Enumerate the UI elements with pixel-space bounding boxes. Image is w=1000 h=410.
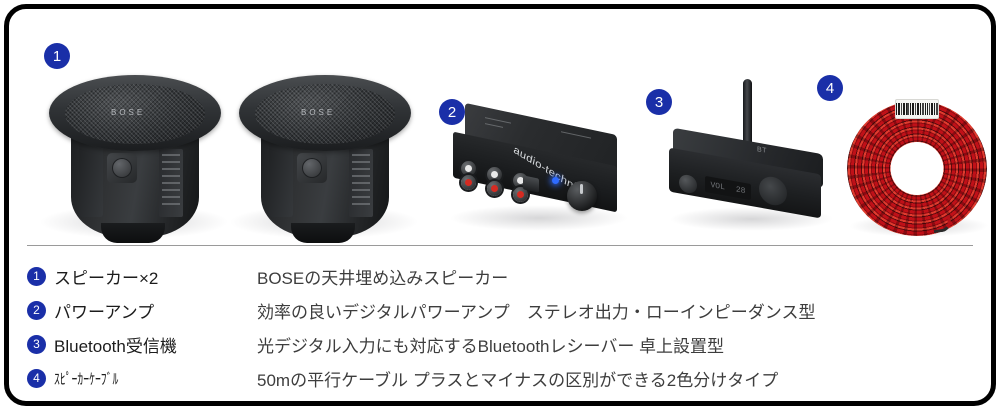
bose-wordmark: BOSE: [111, 108, 146, 117]
rca-jack-red-right: [513, 187, 528, 202]
display-mode-value: VOL: [710, 180, 725, 192]
rca-jack-red-mid: [487, 181, 502, 196]
speaker-grille: BOSE: [65, 84, 205, 144]
speaker-spec-label: [159, 149, 183, 217]
speaker-grille: BOSE: [255, 84, 395, 144]
cable-loose-end: [931, 214, 953, 234]
speaker-bracket-icon: [79, 143, 103, 217]
legend-badge-2: 2: [27, 300, 46, 320]
product-image-speaker-cable: [847, 99, 987, 236]
list-item: 2 パワーアンプ 効率の良いデジタルパワーアンプ ステレオ出力・ローインピーダン…: [9, 293, 991, 327]
legend-label-1: スピーカー×2: [54, 268, 159, 288]
section-divider: [27, 245, 973, 246]
bose-wordmark: BOSE: [301, 108, 336, 117]
rca-jack-white-left: [461, 161, 476, 176]
product-image-ceiling-speaker-left: BOSE: [45, 69, 225, 243]
power-led-icon: [552, 177, 559, 184]
legend-desc-1: BOSEの天井埋め込みスピーカー: [257, 268, 509, 288]
legend-label-3: Bluetooth受信機: [54, 336, 177, 356]
list-item: 3 Bluetooth受信機 光デジタル入力にも対応するBluetoothレシー…: [9, 327, 991, 361]
photo-badge-2: 2: [439, 99, 465, 125]
legend-label-4: ｽﾋﾟｰｶｰｹｰﾌﾞﾙ: [54, 370, 119, 388]
volume-knob[interactable]: [567, 181, 597, 211]
speaker-bracket-icon: [269, 143, 293, 217]
legend-badge-3: 3: [27, 334, 46, 354]
product-image-ceiling-speaker-right: BOSE: [235, 69, 415, 243]
speaker-spec-label: [349, 149, 373, 217]
legend-desc-3: 光デジタル入力にも対応するBluetoothレシーバー 卓上設置型: [257, 336, 725, 356]
rca-jack-white-mid: [487, 167, 502, 182]
product-image-power-amplifier: audio-technica: [449, 102, 629, 229]
display-level-value: 28: [735, 184, 746, 196]
legend-badge-1: 1: [27, 266, 46, 286]
cable-coil: [847, 101, 987, 236]
legend-list: 1 スピーカー×2 BOSEの天井埋め込みスピーカー 2 パワーアンプ 効率の良…: [9, 259, 991, 395]
list-item: 4 ｽﾋﾟｰｶｰｹｰﾌﾞﾙ 50mの平行ケーブル プラスとマイナスの区別ができる…: [9, 361, 991, 395]
legend-badge-4: 4: [27, 368, 46, 388]
speaker-screw-icon: [107, 153, 137, 183]
list-item: 1 スピーカー×2 BOSEの天井埋め込みスピーカー: [9, 259, 991, 293]
legend-desc-4: 50mの平行ケーブル プラスとマイナスの区別ができる2色分けタイプ: [257, 370, 779, 390]
product-image-bluetooth-receiver: BT VOL 28: [669, 79, 839, 229]
speaker-screw-icon: [297, 153, 327, 183]
rca-jack-red-left: [461, 175, 476, 190]
photo-badge-1: 1: [44, 43, 70, 69]
amplifier-shadow: [449, 205, 629, 231]
speaker-rim: BOSE: [49, 75, 221, 151]
antenna-icon: [743, 79, 752, 151]
legend-label-2: パワーアンプ: [54, 302, 155, 322]
photo-badge-4: 4: [817, 75, 843, 101]
product-list-card: BOSE BOSE: [4, 4, 996, 406]
legend-desc-2: 効率の良いデジタルパワーアンプ ステレオ出力・ローインピーダンス型: [257, 302, 816, 322]
photo-badge-3: 3: [646, 89, 672, 115]
product-photo-strip: BOSE BOSE: [9, 9, 991, 243]
barcode-label-icon: [895, 99, 939, 119]
cable-coil-shading: [847, 101, 987, 236]
speaker-rim: BOSE: [239, 75, 411, 151]
